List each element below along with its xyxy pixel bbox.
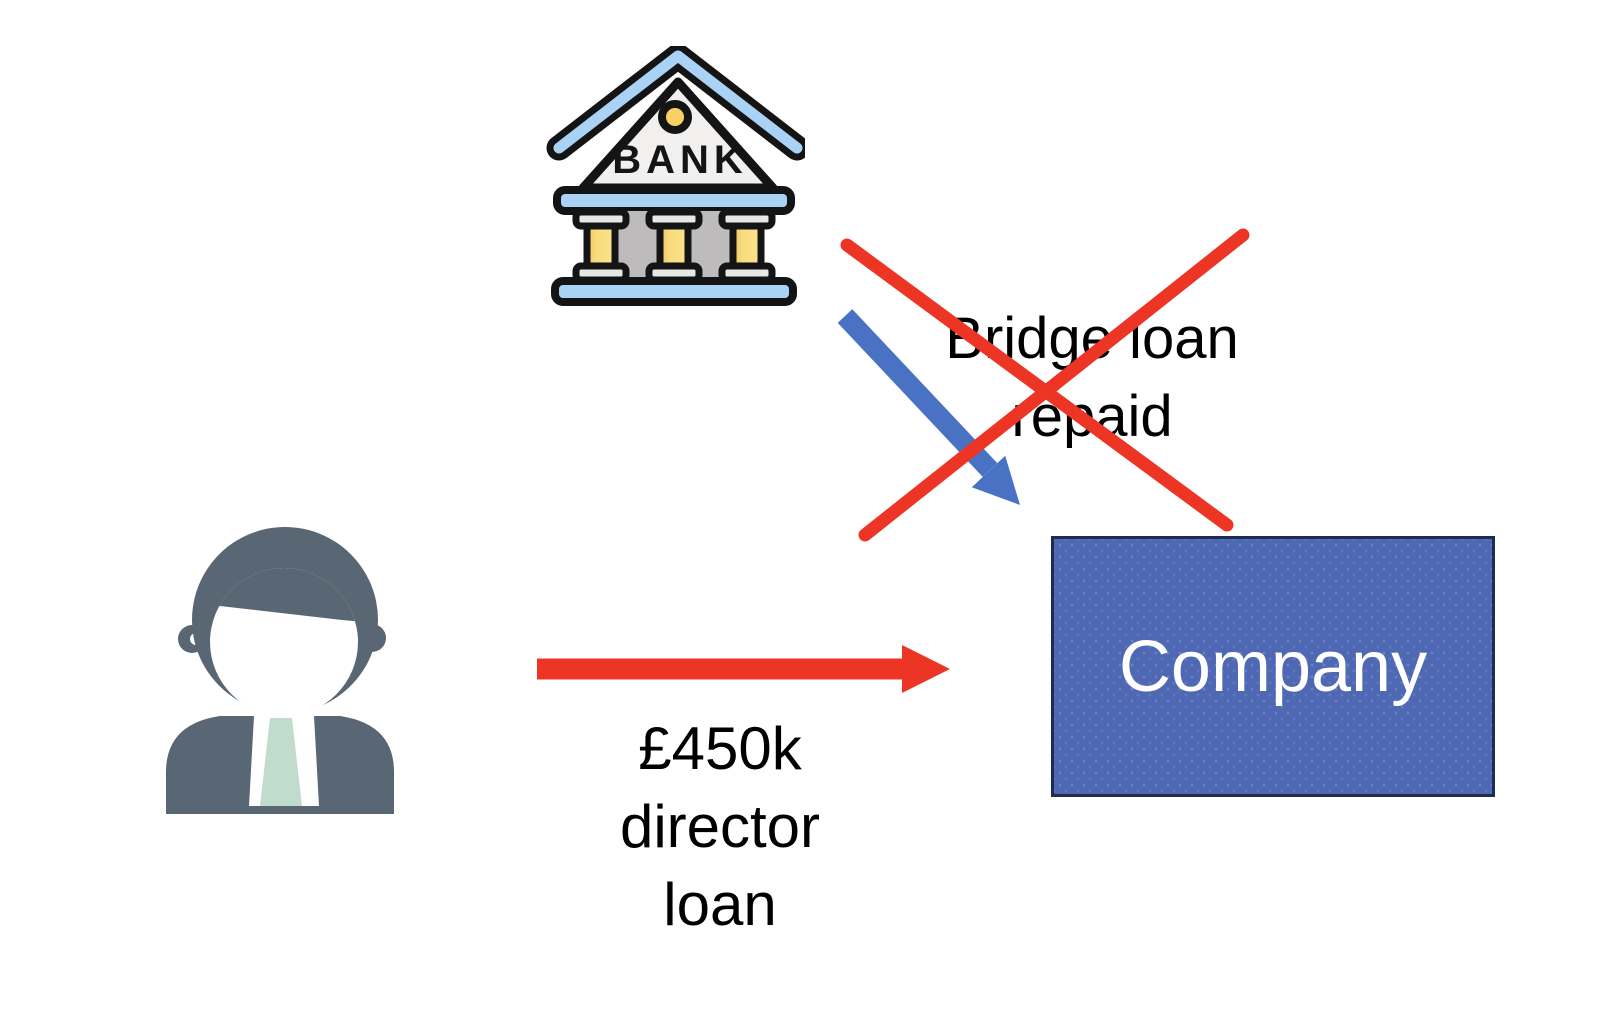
director-person-icon — [166, 527, 394, 814]
company-box: Company — [1051, 536, 1495, 797]
director-loan-label: £450k director loan — [520, 710, 920, 944]
bank-building-icon: BANK — [546, 46, 805, 306]
person-tie — [260, 718, 302, 806]
director-loan-arrow — [537, 645, 950, 693]
bridge-loan-arrow — [837, 309, 1020, 505]
director-loan-arrowhead — [902, 645, 950, 693]
company-label: Company — [1118, 626, 1428, 707]
bank-entablature — [553, 186, 795, 215]
bank-plinth — [551, 277, 797, 306]
cross-out-line-1 — [840, 238, 1234, 532]
bridge-loan-arrow-shaft — [837, 309, 998, 477]
director-loan-label-line2: director — [619, 793, 821, 860]
bank-columns — [572, 208, 776, 284]
cross-out-line-2 — [858, 228, 1250, 542]
cross-out-x — [840, 228, 1250, 542]
director-loan-label-line3: loan — [663, 871, 777, 938]
bank-roof — [553, 50, 803, 154]
director-loan-label-line1: £450k — [638, 715, 802, 782]
bank-window-circle — [658, 100, 692, 134]
bridge-loan-arrowhead — [971, 455, 1020, 505]
bank-sign-text: BANK — [612, 138, 748, 182]
